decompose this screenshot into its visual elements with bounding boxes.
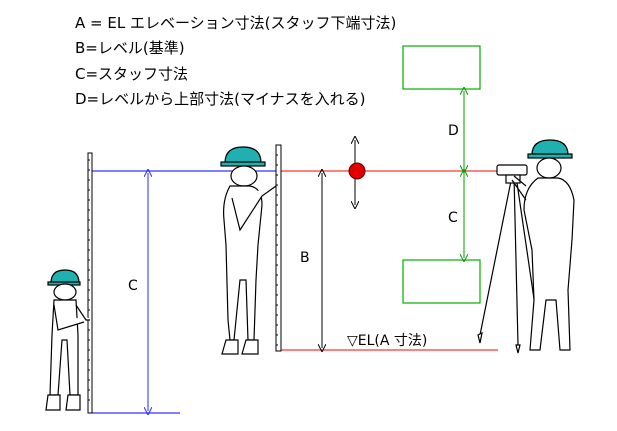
level-marker	[348, 162, 366, 180]
legend-c: C=スタッフ寸法	[75, 65, 188, 83]
left-staff	[87, 152, 93, 414]
lower-box	[402, 259, 481, 304]
worker-middle	[220, 146, 277, 355]
label-c-right: C	[448, 210, 458, 226]
upper-box	[402, 45, 481, 90]
legend-b: B=レベル(基準)	[75, 39, 185, 57]
label-el: ▽EL(A 寸法)	[347, 333, 427, 349]
worker-left	[45, 269, 90, 411]
legend-a: A = EL エレベーション寸法(スタッフ下端寸法)	[75, 14, 396, 32]
legend-d: D=レベルから上部寸法(マイナスを入れる)	[75, 90, 366, 108]
label-b: B	[300, 250, 310, 266]
legend: A = EL エレベーション寸法(スタッフ下端寸法) B=レベル(基準) C=ス…	[75, 14, 396, 108]
label-c-left: C	[128, 278, 138, 294]
worker-right-with-level	[477, 139, 575, 354]
label-d: D	[448, 123, 459, 139]
middle-staff	[275, 144, 282, 352]
